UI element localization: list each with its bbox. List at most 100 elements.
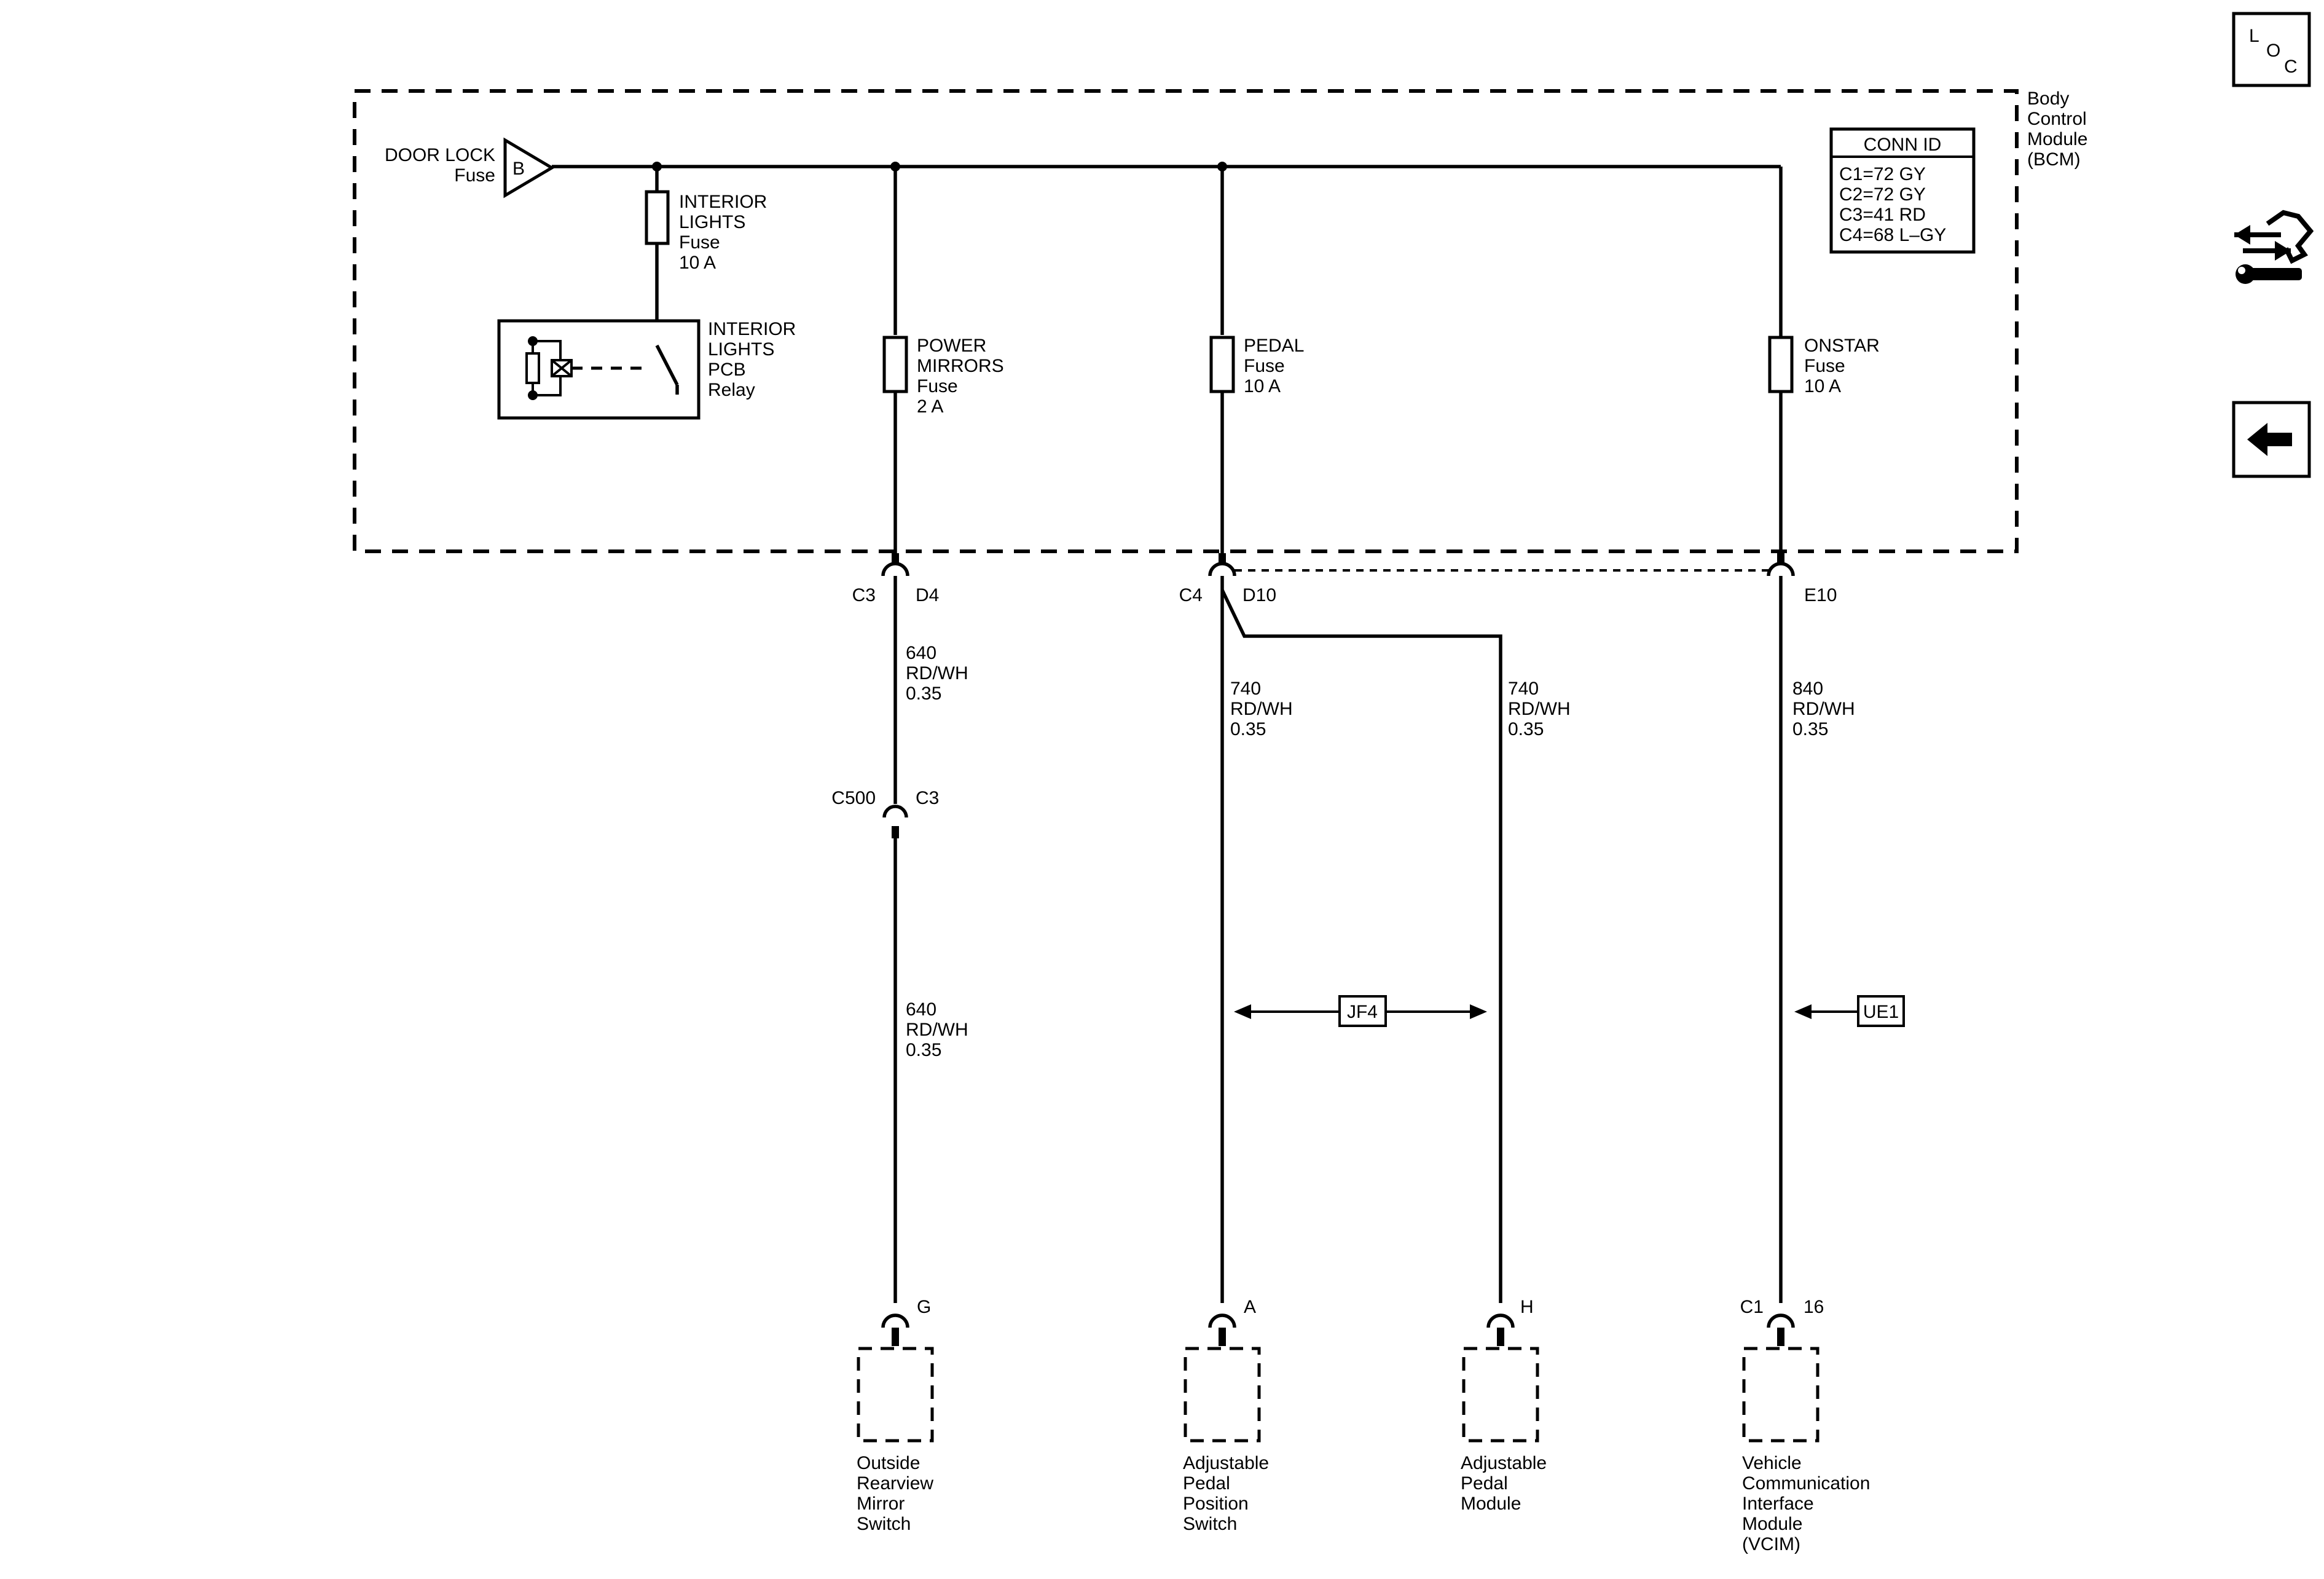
svg-text:Fuse: Fuse [1804,356,1845,376]
svg-text:G: G [917,1297,931,1317]
svg-text:LIGHTS: LIGHTS [708,339,774,360]
svg-text:10 A: 10 A [1804,376,1841,396]
svg-text:JF4: JF4 [1347,1002,1378,1022]
conn-id-title: CONN ID [1864,135,1942,155]
svg-text:ONSTAR: ONSTAR [1804,336,1880,356]
svg-text:INTERIOR: INTERIOR [708,319,796,339]
svg-text:Fuse: Fuse [1244,356,1285,376]
svg-text:MIRRORS: MIRRORS [917,356,1004,376]
wire-740-right[interactable] [1220,589,1502,1303]
svg-text:0.35: 0.35 [1792,719,1828,739]
svg-text:0.35: 0.35 [1230,719,1266,739]
svg-text:Mirror: Mirror [857,1494,905,1514]
svg-text:Vehicle: Vehicle [1742,1453,1802,1473]
svg-text:0.35: 0.35 [1508,719,1544,739]
svg-text:Fuse: Fuse [454,165,495,186]
wire-640-label-upper: 640 RD/WH 0.35 [906,643,968,704]
inline-connector-c500[interactable]: C500 C3 [831,788,939,838]
svg-text:POWER: POWER [917,336,986,356]
svg-text:Control: Control [2027,109,2087,129]
conn-id-row: C2=72 GY [1839,184,1926,205]
svg-text:840: 840 [1792,679,1823,699]
svg-text:Pedal: Pedal [1461,1473,1508,1494]
outside-rearview-mirror-switch[interactable]: Outside Rearview Mirror Switch [857,1347,934,1534]
svg-text:Rearview: Rearview [857,1473,933,1494]
svg-text:10 A: 10 A [679,253,716,273]
component-swap-icon[interactable] [2234,210,2314,284]
pedal-fuse[interactable]: PEDAL Fuse 10 A [1209,336,1304,396]
svg-text:H: H [1520,1297,1534,1317]
svg-text:740: 740 [1230,679,1261,699]
back-arrow-icon[interactable] [2232,401,2311,478]
conn-id-table: CONN ID C1=72 GY C2=72 GY C3=41 RD C4=68… [1829,127,1976,254]
svg-text:640: 640 [906,999,936,1020]
svg-text:C4: C4 [1179,585,1203,605]
svg-text:Relay: Relay [708,380,755,400]
onstar-fuse[interactable]: ONSTAR Fuse 10 A [1768,336,1880,396]
bcm-boundary [353,89,2019,553]
svg-text:Communication: Communication [1742,1473,1870,1494]
svg-text:INTERIOR: INTERIOR [679,192,767,212]
svg-text:Switch: Switch [1183,1514,1237,1534]
jf4-reference-link[interactable]: JF4 [1234,995,1487,1027]
loc-icon[interactable]: L O C [2232,12,2311,87]
svg-text:L: L [2249,26,2259,46]
svg-text:LIGHTS: LIGHTS [679,212,745,232]
interior-lights-fuse[interactable]: INTERIOR LIGHTS Fuse 10 A [645,190,767,273]
connector-a[interactable]: A [1208,1297,1256,1346]
connector-c1-16[interactable]: C1 16 [1740,1297,1824,1346]
svg-text:Pedal: Pedal [1183,1473,1230,1494]
bcm-label: Body Control Module (BCM) [2027,89,2087,170]
svg-text:Module: Module [1742,1514,1802,1534]
adjustable-pedal-position-switch[interactable]: Adjustable Pedal Position Switch [1183,1347,1269,1534]
svg-text:Module: Module [1461,1494,1521,1514]
interior-lights-relay[interactable]: INTERIOR LIGHTS PCB Relay [497,319,796,420]
svg-text:740: 740 [1508,679,1539,699]
wire-740-left-label: 740 RD/WH 0.35 [1230,679,1293,739]
svg-text:Interface: Interface [1742,1494,1814,1514]
svg-text:Fuse: Fuse [679,232,720,253]
svg-text:0.35: 0.35 [906,683,941,704]
door-lock-fuse-source[interactable]: DOOR LOCK Fuse B [385,137,555,199]
svg-text:RD/WH: RD/WH [906,1020,968,1040]
connector-g[interactable]: G [881,1297,931,1346]
svg-text:RD/WH: RD/WH [906,663,968,683]
bcm-connector-e10[interactable]: E10 [1767,553,1837,605]
wire-840-label: 840 RD/WH 0.35 [1792,679,1855,739]
svg-text:E10: E10 [1804,585,1837,605]
svg-text:RD/WH: RD/WH [1508,699,1571,719]
vehicle-communication-interface-module[interactable]: Vehicle Communication Interface Module (… [1742,1347,1870,1554]
svg-text:C: C [2284,57,2298,77]
svg-text:D10: D10 [1242,585,1276,605]
svg-text:D4: D4 [916,585,939,605]
conn-id-row: C4=68 L–GY [1839,225,1946,245]
svg-text:10 A: 10 A [1244,376,1281,396]
svg-text:UE1: UE1 [1863,1002,1899,1022]
svg-text:O: O [2266,41,2280,61]
svg-text:Fuse: Fuse [917,376,958,396]
adjustable-pedal-module[interactable]: Adjustable Pedal Module [1461,1347,1547,1514]
svg-text:0.35: 0.35 [906,1040,941,1060]
connector-h[interactable]: H [1486,1297,1534,1346]
svg-text:Adjustable: Adjustable [1183,1453,1269,1473]
svg-text:PCB: PCB [708,360,746,380]
bcm-connector-c3-d4[interactable]: C3 D4 [852,553,940,605]
svg-text:(VCIM): (VCIM) [1742,1534,1800,1554]
svg-text:Module: Module [2027,129,2087,149]
ue1-reference-link[interactable]: UE1 [1794,995,1905,1027]
svg-text:RD/WH: RD/WH [1230,699,1293,719]
svg-text:A: A [1244,1297,1256,1317]
svg-text:C500: C500 [831,788,876,808]
svg-text:640: 640 [906,643,936,663]
wire-640-label-lower: 640 RD/WH 0.35 [906,999,968,1060]
svg-text:Outside: Outside [857,1453,920,1473]
svg-text:16: 16 [1804,1297,1824,1317]
svg-text:DOOR LOCK: DOOR LOCK [385,145,495,165]
wire-740-right-label: 740 RD/WH 0.35 [1508,679,1571,739]
svg-text:Position: Position [1183,1494,1249,1514]
bcm-connector-c4-d10[interactable]: C4 D10 [1179,553,1276,605]
power-mirrors-fuse[interactable]: POWER MIRRORS Fuse 2 A [882,336,1004,417]
svg-text:RD/WH: RD/WH [1792,699,1855,719]
svg-text:C1: C1 [1740,1297,1764,1317]
svg-text:C3: C3 [852,585,876,605]
